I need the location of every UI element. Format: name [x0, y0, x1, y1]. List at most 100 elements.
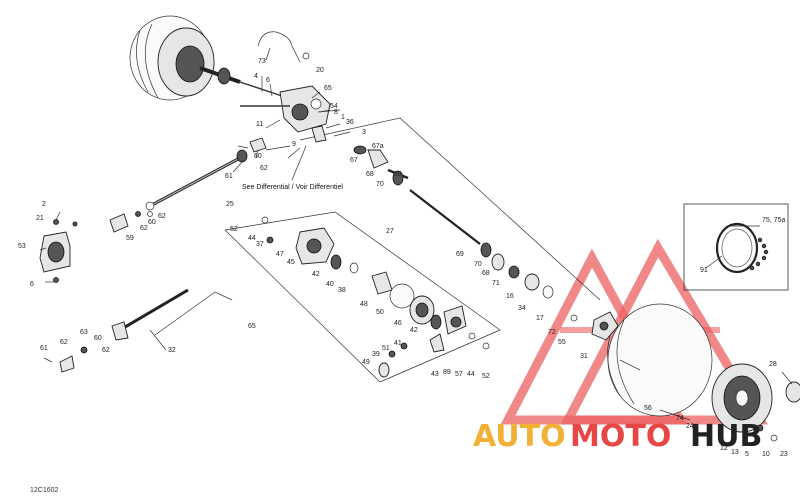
- callout-65b: 65: [248, 323, 256, 330]
- callout-68b: 68: [482, 270, 490, 277]
- watermark-auto: AUTO: [473, 419, 566, 454]
- watermark-hub: HUB: [690, 419, 762, 454]
- callout-60b: 60: [148, 219, 156, 226]
- callout-74: 74: [676, 415, 684, 422]
- callout-40: 40: [326, 281, 334, 288]
- callout-3: 3: [362, 129, 366, 136]
- callout-62d: 62: [60, 339, 68, 346]
- leader-lines: [39, 47, 793, 421]
- cv-shaft-front: [199, 66, 283, 97]
- callout-70a: 70: [376, 181, 384, 188]
- callout-43: 43: [431, 371, 439, 378]
- callout-62a: 62: [260, 165, 268, 172]
- callout-6b: 6: [30, 281, 34, 288]
- diagram-code: 12C1602: [30, 487, 59, 494]
- callout-27: 27: [386, 228, 394, 235]
- callout-62c: 62: [140, 225, 148, 232]
- callout-72: 72: [548, 329, 556, 336]
- callout-28: 28: [769, 361, 777, 368]
- callout-67a: 67a: [372, 143, 384, 150]
- front-differential: [240, 85, 341, 153]
- callout-10: 10: [762, 451, 770, 458]
- callout-34: 34: [518, 305, 526, 312]
- callout-2: 2: [42, 201, 46, 208]
- callout-20: 20: [316, 67, 324, 74]
- callout-60a: 60: [254, 153, 262, 160]
- callout-53: 53: [18, 243, 26, 250]
- callout-41: 41: [394, 340, 402, 347]
- callout-17: 17: [536, 315, 544, 322]
- callout-48: 48: [360, 301, 368, 308]
- callout-37: 37: [256, 241, 264, 248]
- callout-39: 39: [372, 351, 380, 358]
- u-joint: [109, 211, 153, 233]
- callout-54: 54: [330, 103, 338, 110]
- differential-internals: [261, 216, 490, 378]
- callout-5: 5: [745, 451, 749, 458]
- callout-50: 50: [376, 309, 384, 316]
- breather-hose: [257, 31, 310, 63]
- callout-6: 6: [266, 77, 270, 84]
- watermark-text: AUTO MOTO HUB: [473, 419, 762, 454]
- callout-59: 59: [126, 235, 134, 242]
- callout-69a: 69: [394, 171, 402, 178]
- callout-57: 57: [455, 371, 463, 378]
- callout-38: 38: [338, 287, 346, 294]
- callout-75: 75, 75a: [762, 217, 785, 224]
- group-brackets: [154, 117, 789, 383]
- rear-axle-shaft: [353, 145, 554, 299]
- callout-8: 8: [334, 109, 338, 116]
- callout-55: 55: [558, 339, 566, 346]
- callout-52a: 52: [230, 226, 238, 233]
- callout-13: 13: [731, 449, 739, 456]
- callout-16: 16: [506, 293, 514, 300]
- callout-69b: 69: [456, 251, 464, 258]
- callout-56: 56: [644, 405, 652, 412]
- callout-45: 45: [287, 259, 295, 266]
- callout-51: 51: [382, 345, 390, 352]
- front-wheel: [129, 15, 215, 101]
- drive-shaft-rear: [59, 288, 189, 373]
- callout-71: 71: [492, 280, 500, 287]
- see-differential-note: See Differential / Voir Differentiel: [242, 184, 343, 191]
- callout-44a: 44: [248, 235, 256, 242]
- callout-61b: 61: [40, 345, 48, 352]
- callout-21: 21: [36, 215, 44, 222]
- callout-46: 46: [394, 320, 402, 327]
- callout-4a: 4: [254, 73, 258, 80]
- callout-labels: 73 20 65 4 6 54 8 1 36 11 3 9 60 61 62 S…: [18, 58, 788, 458]
- knuckle: [570, 311, 619, 341]
- callout-32: 32: [168, 347, 176, 354]
- callout-73: 73: [258, 58, 266, 65]
- callout-91: 91: [700, 267, 708, 274]
- callout-36: 36: [346, 119, 354, 126]
- inset-bearing-ring: [715, 222, 769, 274]
- callout-68a: 68: [366, 171, 374, 178]
- callout-23: 23: [780, 451, 788, 458]
- prop-shaft: [145, 149, 248, 211]
- callout-24: 24: [686, 423, 694, 430]
- callout-67: 67: [350, 157, 358, 164]
- callout-47: 47: [276, 251, 284, 258]
- callout-9: 9: [292, 141, 296, 148]
- callout-31: 31: [580, 353, 588, 360]
- callout-25: 25: [226, 201, 234, 208]
- callout-60c: 60: [94, 335, 102, 342]
- callout-63: 63: [80, 329, 88, 336]
- watermark-moto: MOTO: [570, 419, 671, 454]
- callout-42a: 42: [312, 271, 320, 278]
- callout-1: 1: [341, 114, 345, 121]
- callout-61a: 61: [225, 173, 233, 180]
- callout-62e: 62: [102, 347, 110, 354]
- callout-65a: 65: [324, 85, 332, 92]
- callout-12: 12: [720, 445, 728, 452]
- callout-49: 49: [362, 359, 370, 366]
- callout-11: 11: [256, 121, 263, 128]
- callout-52b: 52: [482, 373, 490, 380]
- rear-wheel: [607, 303, 800, 442]
- callout-70b: 70: [474, 261, 482, 268]
- mount-bracket: [39, 219, 78, 283]
- callout-89: 89: [443, 369, 451, 376]
